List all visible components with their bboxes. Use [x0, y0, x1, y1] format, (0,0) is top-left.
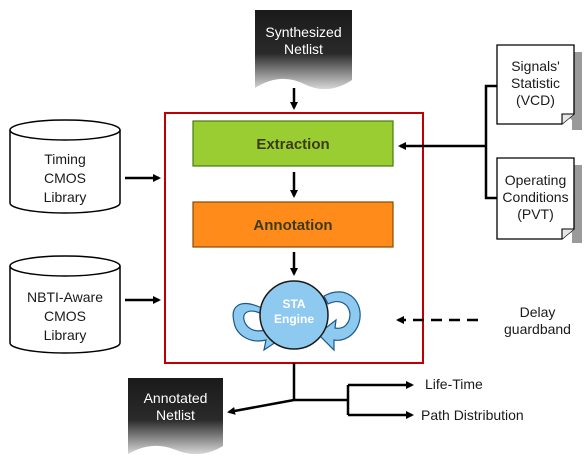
signals-statistic-label: Signals'Statistic(VCD): [510, 58, 560, 108]
synthesized-netlist-shape: [255, 10, 352, 90]
annotation-box: [192, 201, 394, 248]
signals-statistic-doc: [496, 44, 582, 130]
timing-library-cylinder: [9, 119, 121, 214]
annotated-netlist-shape: [128, 378, 223, 455]
path-distribution-label: Path Distribution: [421, 407, 524, 423]
annotation-label: Annotation: [253, 217, 333, 234]
life-time-label: Life-Time: [425, 376, 483, 392]
operating-conditions-doc: [496, 157, 582, 243]
doc-bracket: [484, 84, 497, 200]
arrow-to-annotated-netlist: [227, 398, 295, 415]
extraction-box: [192, 120, 394, 167]
nbti-library-cylinder: [9, 255, 121, 354]
extraction-label: Extraction: [256, 136, 330, 153]
sta-engine-circle: [259, 280, 329, 350]
